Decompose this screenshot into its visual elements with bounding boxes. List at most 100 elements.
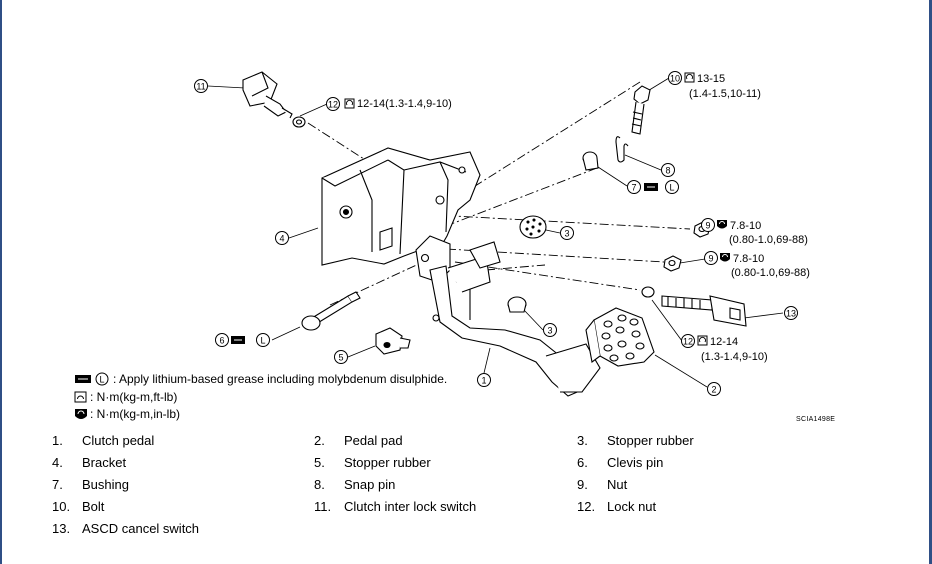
nut-lower: [663, 255, 682, 272]
legend-grease-text: : Apply lithium-based grease including m…: [113, 372, 448, 386]
grease-icon: [643, 182, 659, 192]
part-name: Clutch pedal: [82, 433, 155, 448]
list-item: 4. Bracket: [52, 454, 126, 472]
part-number: 1.: [52, 433, 63, 448]
part-name: Bolt: [82, 499, 105, 514]
part-number: 8.: [314, 477, 325, 492]
callout-13: 13: [786, 309, 796, 319]
legend-torque-ft-text: : N·m(kg-m,ft-lb): [90, 390, 178, 404]
stopper-rubber-upper: [519, 215, 547, 239]
list-item: 1. Clutch pedal: [52, 432, 154, 450]
list-item: 6. Clevis pin: [577, 454, 663, 472]
bracket: [321, 147, 481, 283]
stopper-rubber-lower: [507, 296, 527, 313]
callout-9a: 9: [705, 221, 710, 231]
legend-grease: L : Apply lithium-based grease including…: [73, 372, 447, 386]
legend-torque-ft: : N·m(kg-m,ft-lb): [73, 390, 177, 404]
callout-3a: 3: [564, 229, 569, 239]
bolt: [631, 85, 651, 135]
part-number: 6.: [577, 455, 588, 470]
part-name: Bushing: [82, 477, 129, 492]
spec-12a: 12-14(1.3-1.4,9-10): [357, 98, 452, 110]
list-item: 8. Snap pin: [314, 476, 395, 494]
clevis-pin: [301, 291, 361, 331]
ascd-switch: [641, 286, 747, 327]
part-number: 10.: [52, 499, 71, 514]
part-number: 9.: [577, 477, 588, 492]
stopper-rubber-5: [375, 327, 411, 355]
torque-special-icon: [716, 219, 728, 229]
part-name: Clutch inter lock switch: [344, 499, 477, 514]
part-name: Lock nut: [607, 499, 657, 514]
spec-9a: 7.8-10: [730, 220, 761, 232]
list-item: 2. Pedal pad: [314, 432, 403, 450]
bushing: [582, 151, 599, 171]
torque-icon: [74, 391, 87, 403]
list-item: 10. Bolt: [52, 498, 104, 516]
callout-5: 5: [338, 353, 343, 363]
list-item: 7. Bushing: [52, 476, 129, 494]
part-name: Stopper rubber: [344, 455, 431, 470]
list-item: 13. ASCD cancel switch: [52, 520, 199, 538]
legend-torque-in: : N·m(kg-m,in-lb): [73, 407, 180, 421]
list-item: 3. Stopper rubber: [577, 432, 694, 450]
spec-9b-detail: (0.80-1.0,69-88): [731, 267, 810, 279]
legend-torque-in-text: : N·m(kg-m,in-lb): [90, 407, 180, 421]
torque-special-icon: [75, 409, 87, 419]
part-number: 13.: [52, 521, 71, 536]
part-name: Stopper rubber: [607, 433, 694, 448]
callout-10: 10: [670, 74, 680, 84]
list-item: 12. Lock nut: [577, 498, 656, 516]
part-name: Clevis pin: [607, 455, 664, 470]
torque-icon: [684, 72, 695, 83]
list-item: 5. Stopper rubber: [314, 454, 431, 472]
torque-icon: [697, 335, 708, 346]
part-name: ASCD cancel switch: [82, 521, 200, 536]
part-name: Pedal pad: [344, 433, 403, 448]
part-name: Snap pin: [344, 477, 396, 492]
callout-2: 2: [711, 385, 716, 395]
part-number: 5.: [314, 455, 325, 470]
clutch-pedal: [429, 241, 601, 397]
callout-12b: 12: [683, 337, 693, 347]
spec-12b-detail: (1.3-1.4,9-10): [701, 351, 768, 363]
clutch-pedal-diagram: 11 12 10 8 7 4 3 9 9 13 3 12 6 5 1 2 L L…: [194, 71, 810, 397]
grease-letter: L: [260, 336, 265, 346]
callout-9b: 9: [708, 254, 713, 264]
spec-10-detail: (1.4-1.5,10-11): [689, 88, 761, 100]
interlock-switch: [242, 71, 306, 128]
part-number: 7.: [52, 477, 63, 492]
grease-icon: L: [75, 372, 109, 386]
part-number: 12.: [577, 499, 596, 514]
torque-icon: [344, 98, 355, 109]
part-number: 2.: [314, 433, 325, 448]
spec-12b: 12-14: [710, 336, 738, 348]
callout-6: 6: [219, 336, 224, 346]
grease-letter: L: [669, 183, 674, 193]
spec-9a-detail: (0.80-1.0,69-88): [729, 234, 808, 246]
list-item: 9. Nut: [577, 476, 627, 494]
callout-12a: 12: [328, 100, 338, 110]
callout-11: 11: [196, 82, 205, 92]
pedal-pad: [585, 307, 655, 367]
svg-text:L: L: [99, 375, 104, 385]
part-number: 4.: [52, 455, 63, 470]
torque-special-icon: [719, 252, 731, 262]
callout-numbers: 11 12 10 8 7 4 3 9 9 13 3 12 6 5 1 2: [196, 74, 796, 395]
spec-9b: 7.8-10: [733, 253, 764, 265]
callout-8: 8: [665, 166, 670, 176]
part-number: 3.: [577, 433, 588, 448]
spec-10: 13-15: [697, 73, 725, 85]
part-name: Nut: [607, 477, 628, 492]
callout-marks: [194, 71, 798, 396]
callout-1: 1: [481, 376, 486, 386]
part-number: 11.: [314, 499, 332, 514]
callout-4: 4: [279, 234, 284, 244]
list-item: 11. Clutch inter lock switch: [314, 498, 476, 516]
callout-3b: 3: [547, 326, 552, 336]
part-name: Bracket: [82, 455, 127, 470]
grease-icon: [230, 335, 246, 345]
callout-7: 7: [631, 183, 636, 193]
snap-pin: [615, 136, 629, 163]
